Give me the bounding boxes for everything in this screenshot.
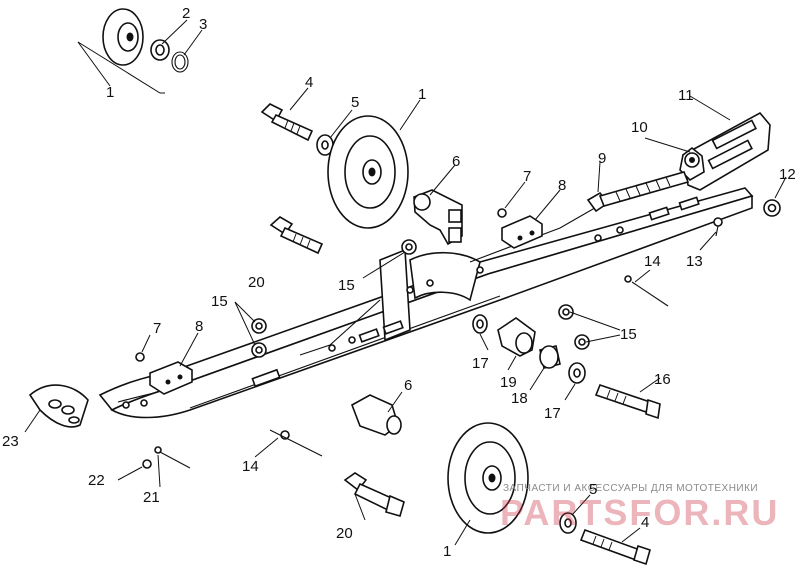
callout-20-top: 20 — [248, 274, 265, 291]
bolt-16 — [594, 383, 661, 420]
axle-bracket-6-bottom — [351, 394, 402, 436]
bearing-2 — [150, 39, 170, 61]
nut-15-e — [574, 334, 590, 350]
callout-17-left: 17 — [472, 355, 489, 372]
callout-9: 9 — [598, 150, 606, 167]
idler-wheel-top-left — [102, 8, 144, 66]
screw-13 — [713, 217, 723, 237]
bolt-4-bottom — [579, 528, 651, 566]
callout-19: 19 — [500, 374, 517, 391]
bolt-20-top — [269, 216, 324, 255]
callout-6-top: 6 — [452, 153, 460, 170]
callout-10: 10 — [631, 119, 648, 136]
watermark-caption: ЗАПЧАСТИ И АКСЕССУАРЫ ДЛЯ МОТОТЕХНИКИ — [503, 483, 758, 494]
callout-16: 16 — [654, 371, 671, 388]
front-cover-23 — [28, 384, 89, 428]
callout-7-bottom: 7 — [153, 320, 161, 337]
callout-2: 2 — [182, 5, 190, 22]
callout-14-top: 14 — [644, 253, 661, 270]
bolt-4-top — [260, 103, 314, 142]
callout-17-right: 17 — [544, 405, 561, 422]
callout-12: 12 — [779, 166, 796, 183]
leader-lines — [24, 19, 787, 546]
washer-5-bottom — [559, 512, 577, 534]
washer-17-right — [568, 362, 586, 384]
callout-8-bottom: 8 — [195, 318, 203, 335]
nut-12 — [763, 199, 781, 217]
callout-15-far-left: 15 — [211, 293, 228, 310]
rod-21 — [154, 446, 191, 469]
callout-18: 18 — [511, 390, 528, 407]
nut-15-d — [558, 304, 574, 320]
rear-bracket — [679, 111, 771, 191]
callout-5-bottom: 5 — [589, 481, 597, 498]
bolt-20-bottom — [343, 472, 405, 517]
washer-17-left — [472, 314, 488, 334]
callout-15-right: 15 — [620, 326, 637, 343]
axle-bracket-6-top — [413, 189, 463, 246]
callout-5-top: 5 — [351, 94, 359, 111]
pin-14-bottom — [269, 429, 323, 457]
callout-1-top-left: 1 — [106, 84, 114, 101]
bracket-line-1-top — [77, 41, 165, 94]
nut-7-bottom — [135, 352, 145, 362]
screw-22 — [142, 459, 152, 469]
callout-20-bottom: 20 — [336, 525, 353, 542]
callout-1-bottom: 1 — [443, 543, 451, 560]
washer-5-top — [316, 134, 334, 156]
nut-15-a — [401, 239, 417, 255]
watermark-brand: PARTSFOR.RU — [500, 492, 779, 533]
nut-15-c — [251, 342, 267, 358]
eccentric-19 — [497, 317, 536, 357]
spacer-18 — [539, 345, 561, 369]
callout-4-top: 4 — [305, 74, 313, 91]
bolt-9 — [586, 171, 690, 213]
callout-13: 13 — [686, 253, 703, 270]
callouts: 1 2 3 4 5 1 6 7 8 9 10 11 12 13 14 15 15… — [2, 5, 796, 560]
callout-15-left: 15 — [338, 277, 355, 294]
nut-7-top — [497, 208, 507, 218]
nut-15-b — [251, 318, 267, 334]
callout-11: 11 — [678, 87, 694, 104]
idler-wheel-bottom — [447, 422, 529, 534]
callout-3: 3 — [199, 16, 207, 33]
callout-22: 22 — [88, 472, 105, 489]
idler-wheel-center — [327, 115, 409, 229]
callout-14-bottom: 14 — [242, 458, 259, 475]
callout-8-top: 8 — [558, 177, 566, 194]
callout-4-bottom: 4 — [641, 514, 649, 531]
pin-14-top — [624, 275, 669, 307]
callout-7-top: 7 — [523, 168, 531, 185]
callout-23: 23 — [2, 433, 19, 450]
callout-6-bottom: 6 — [404, 377, 412, 394]
block-8-top — [501, 215, 543, 249]
callout-21: 21 — [143, 489, 160, 506]
block-8-bottom — [149, 361, 193, 395]
snap-ring-3 — [171, 51, 189, 73]
callout-1-center: 1 — [418, 86, 426, 103]
